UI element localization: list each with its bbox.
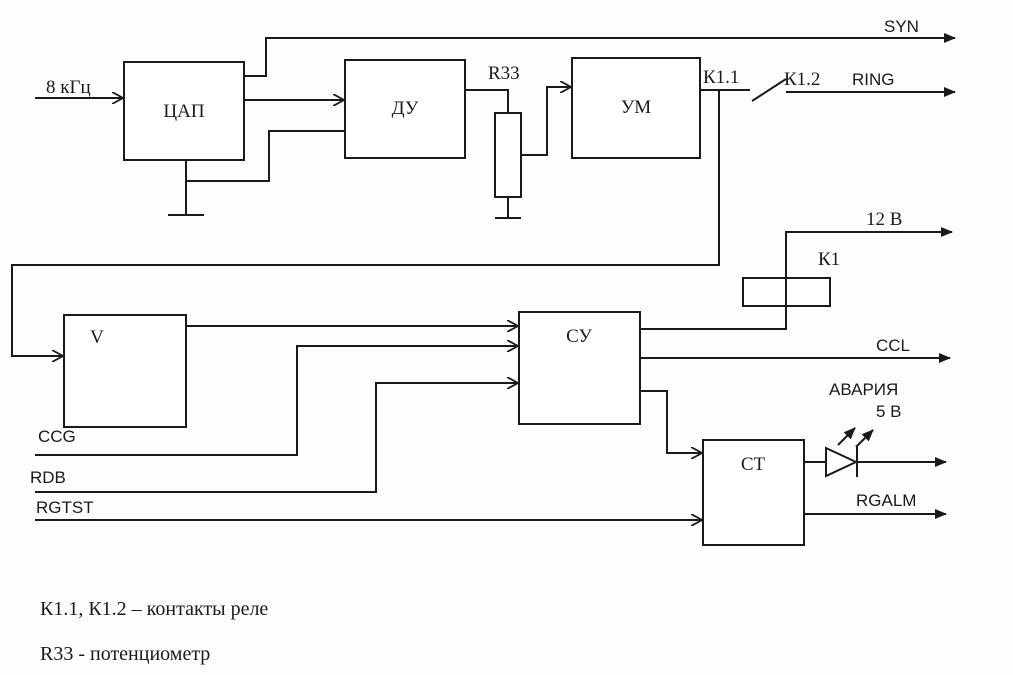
r33-potentiometer — [494, 112, 522, 198]
relay-contact-switch — [751, 78, 787, 102]
du-feedback-line — [186, 130, 345, 182]
legend-contacts: К1.1, К1.2 – контакты реле — [40, 598, 268, 620]
ccg-input-line — [35, 346, 518, 456]
du-label: ДУ — [392, 98, 419, 119]
su-block — [518, 311, 641, 425]
supply-12v-label: 12 В — [866, 209, 902, 230]
v-block — [63, 314, 187, 428]
led-diode-icon — [825, 446, 859, 478]
ct-label: СТ — [741, 454, 766, 475]
du-to-r33-line — [465, 89, 509, 113]
k11-label: К1.1 — [703, 67, 739, 88]
um-to-v-loop-line — [11, 90, 720, 356]
led-ray-icon — [837, 427, 856, 446]
supply-12v-line — [785, 227, 953, 306]
um-label: УМ — [621, 97, 651, 118]
dac-label: ЦАП — [163, 101, 204, 122]
rdb-input-line — [35, 383, 518, 493]
r33-to-um-line — [521, 87, 571, 156]
syn-output-line — [244, 33, 956, 77]
v-label: V — [90, 327, 104, 348]
clock-label: 8 кГц — [46, 77, 91, 98]
ct-block — [702, 439, 805, 546]
legend-potentiometer: R33 - потенциометр — [40, 643, 210, 665]
rgtst-label: RGTST — [36, 498, 94, 517]
led-ray-icon — [855, 429, 874, 448]
r33-label: R33 — [488, 63, 520, 84]
su-to-ct-line — [640, 390, 702, 453]
ring-label: RING — [852, 70, 895, 89]
um-block — [571, 57, 701, 159]
k12-label: К1.2 — [784, 69, 820, 90]
su-to-relay-line — [640, 306, 787, 330]
du-block — [344, 59, 466, 159]
relay-k1-label: К1 — [818, 249, 840, 270]
dac-block — [123, 61, 245, 161]
syn-label: SYN — [884, 17, 919, 36]
ccg-label: CCG — [38, 427, 76, 446]
su-label: СУ — [566, 326, 592, 347]
supply-5v-label: 5 В — [876, 402, 902, 421]
ccl-label: CCL — [876, 336, 910, 355]
rgalm-label: RGALM — [856, 491, 916, 510]
rdb-label: RDB — [30, 468, 66, 487]
alarm-label: АВАРИЯ — [829, 380, 898, 399]
